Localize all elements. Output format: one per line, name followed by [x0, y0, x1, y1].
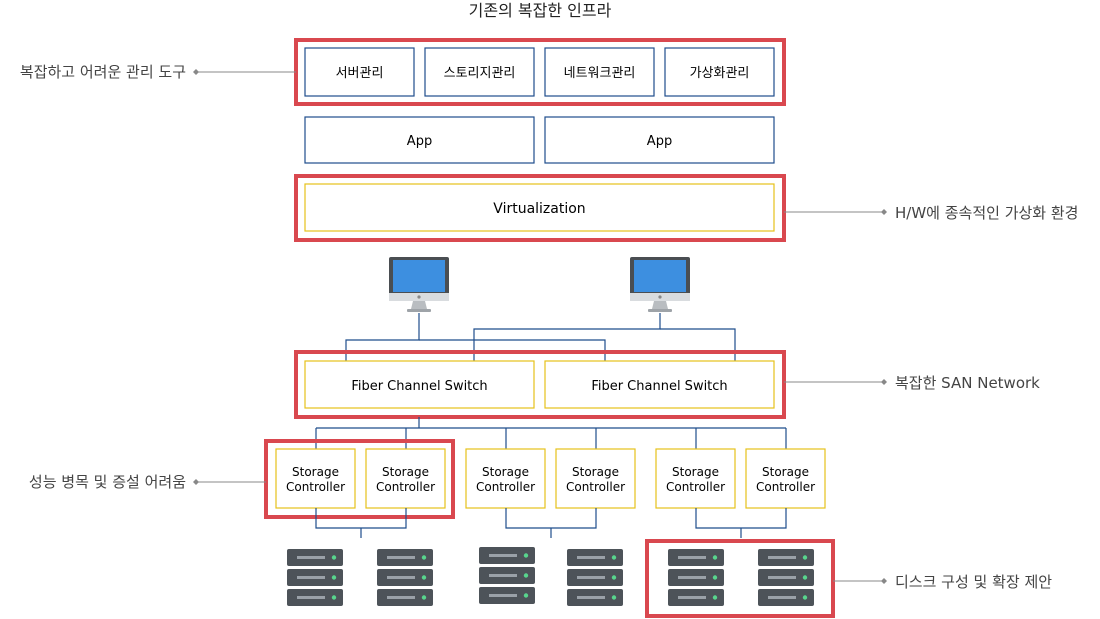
controller-box-2	[365, 448, 446, 509]
controller-label-line1: Storage	[572, 465, 619, 479]
controller-label-line2: Controller	[286, 480, 345, 494]
network-highlight-box	[294, 350, 786, 419]
virtualization-label: Virtualization	[493, 201, 585, 217]
virtualization-group: Virtualization	[294, 174, 786, 242]
controller-label-line2: Controller	[666, 480, 725, 494]
disk-highlight-box	[645, 539, 835, 618]
server-stacks	[287, 547, 814, 606]
tool-label-virtualization: 가상화관리	[690, 66, 750, 81]
storage-controller-group: Storage Controller Storage Controller St…	[264, 439, 826, 519]
switch-box-1	[304, 360, 535, 409]
annotation-dot	[881, 578, 887, 584]
controller-box-5	[655, 448, 736, 509]
switch-label-1: Fiber Channel Switch	[351, 379, 487, 394]
switch-group: Fiber Channel Switch Fiber Channel Switc…	[294, 350, 786, 419]
monitor-icon	[630, 257, 690, 312]
switch-controller-connectors	[315, 417, 787, 449]
controller-server-connectors	[315, 508, 787, 538]
annotation-dot	[193, 479, 199, 485]
controller-box-1	[275, 448, 356, 509]
controller-label-line1: Storage	[292, 465, 339, 479]
controller-label-line2: Controller	[756, 480, 815, 494]
tool-box-storage	[424, 47, 535, 97]
switch-box-2	[544, 360, 775, 409]
tool-label-network: 네트워크관리	[564, 66, 636, 81]
annotation-disk: 디스크 구성 및 확장 제안	[895, 573, 1052, 591]
controller-label-line1: Storage	[382, 465, 429, 479]
tool-label-storage: 스토리지관리	[444, 66, 516, 81]
server-rack-icon	[758, 549, 814, 606]
server-rack-icon	[479, 547, 535, 604]
controller-label-line1: Storage	[672, 465, 719, 479]
controller-box-3	[465, 448, 546, 509]
annotation-network: 복잡한 SAN Network	[895, 374, 1040, 392]
controller-label-line2: Controller	[476, 480, 535, 494]
virtualization-highlight-box	[294, 174, 786, 242]
controller-box-4	[555, 448, 636, 509]
annotation-dot	[881, 379, 887, 385]
annotations: 복잡하고 어려운 관리 도구 H/W에 종속적인 가상화 환경 복잡한 SAN …	[20, 63, 1079, 591]
server-rack-icon	[668, 549, 724, 606]
controller-box-6	[745, 448, 826, 509]
controller-label-line1: Storage	[482, 465, 529, 479]
annotation-dot	[881, 209, 887, 215]
management-tools-group: 서버관리 스토리지관리 네트워크관리 가상화관리	[294, 38, 786, 106]
storage-highlight-box	[264, 439, 455, 519]
switch-label-2: Fiber Channel Switch	[591, 379, 727, 394]
monitor-icon	[389, 257, 449, 312]
annotation-virtualization: H/W에 종속적인 가상화 환경	[895, 204, 1078, 222]
diagram-title: 기존의 복잡한 인프라	[469, 1, 612, 20]
annotation-dot	[193, 69, 199, 75]
controller-label-line2: Controller	[376, 480, 435, 494]
app-box-1	[304, 116, 535, 164]
server-rack-icon	[287, 549, 343, 606]
virtualization-box	[304, 183, 775, 232]
app-label-1: App	[407, 134, 432, 149]
server-rack-icon	[567, 549, 623, 606]
app-group: App App	[304, 116, 775, 164]
tool-label-server: 서버관리	[336, 66, 384, 81]
app-box-2	[544, 116, 775, 164]
tool-box-server	[304, 47, 415, 97]
controller-label-line2: Controller	[566, 480, 625, 494]
annotation-storage: 성능 병목 및 증설 어려움	[29, 473, 186, 491]
annotation-management: 복잡하고 어려운 관리 도구	[20, 63, 186, 81]
controller-label-line1: Storage	[762, 465, 809, 479]
tool-box-network	[544, 47, 655, 97]
tool-box-virtualization	[664, 47, 775, 97]
server-rack-icon	[377, 549, 433, 606]
app-label-2: App	[647, 134, 672, 149]
